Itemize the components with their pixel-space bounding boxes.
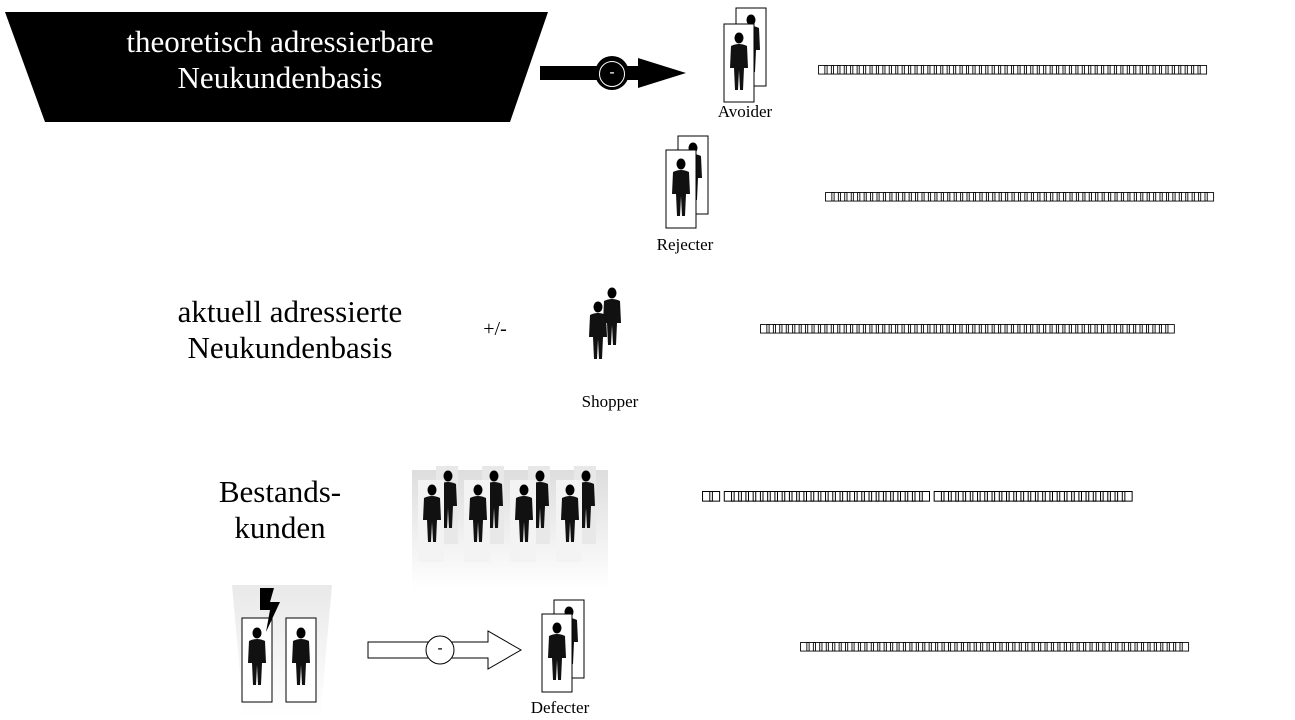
funnel-label-line1: theoretisch adressierbare	[126, 24, 434, 59]
defecting-pair	[232, 585, 332, 719]
current-base-line2: Neukundenbasis	[187, 330, 393, 365]
plus-minus-sign: +/-	[483, 318, 507, 340]
current-base-label: aktuell adressierte Neukundenbasis	[140, 294, 440, 366]
existing-customers-label: Bestands- kunden	[180, 474, 380, 546]
funnel-label-line2: Neukundenbasis	[177, 60, 383, 95]
shopper-figure	[589, 287, 621, 359]
avoider-label: Avoider	[717, 102, 773, 121]
garbled-text-row-1: □□□□□□□□□□□□□□□□□□□□□□□□□□□□□□□□□□□□□□□□…	[818, 59, 1207, 78]
garbled-text-row-5: □□□□□□□□□□□□□□□□□□□□□□□□□□□□□□□□□□□□□□□□…	[800, 636, 1189, 655]
minus-badge-1: -	[599, 61, 625, 87]
minus-badge-2: -	[437, 640, 443, 657]
outline-arrow	[367, 630, 523, 670]
existing-line2: kunden	[234, 510, 326, 545]
funnel-shape	[5, 12, 548, 122]
garbled-text-row-4: □□ □□□□□□□□□□□□□□□□□□□□□□□□□□□□ □□□□□□□□…	[702, 486, 1133, 506]
lightning-icon	[260, 588, 280, 632]
shopper-label: Shopper	[581, 392, 639, 411]
rejecter-label: Rejecter	[656, 235, 714, 254]
defecter-label: Defecter	[530, 698, 590, 717]
avoider-figure	[723, 7, 767, 103]
existing-customers-group	[412, 466, 608, 590]
funnel-label: theoretisch adressierbare Neukundenbasis	[60, 24, 500, 96]
rejecter-figure	[665, 135, 709, 229]
garbled-text-row-3: □□□□□□□□□□□□□□□□□□□□□□□□□□□□□□□□□□□□□□□□…	[760, 318, 1175, 337]
garbled-text-row-2: □□□□□□□□□□□□□□□□□□□□□□□□□□□□□□□□□□□□□□□□…	[825, 186, 1214, 205]
existing-line1: Bestands-	[218, 474, 342, 509]
defecter-figure	[541, 599, 585, 693]
current-base-line1: aktuell adressierte	[177, 294, 403, 329]
